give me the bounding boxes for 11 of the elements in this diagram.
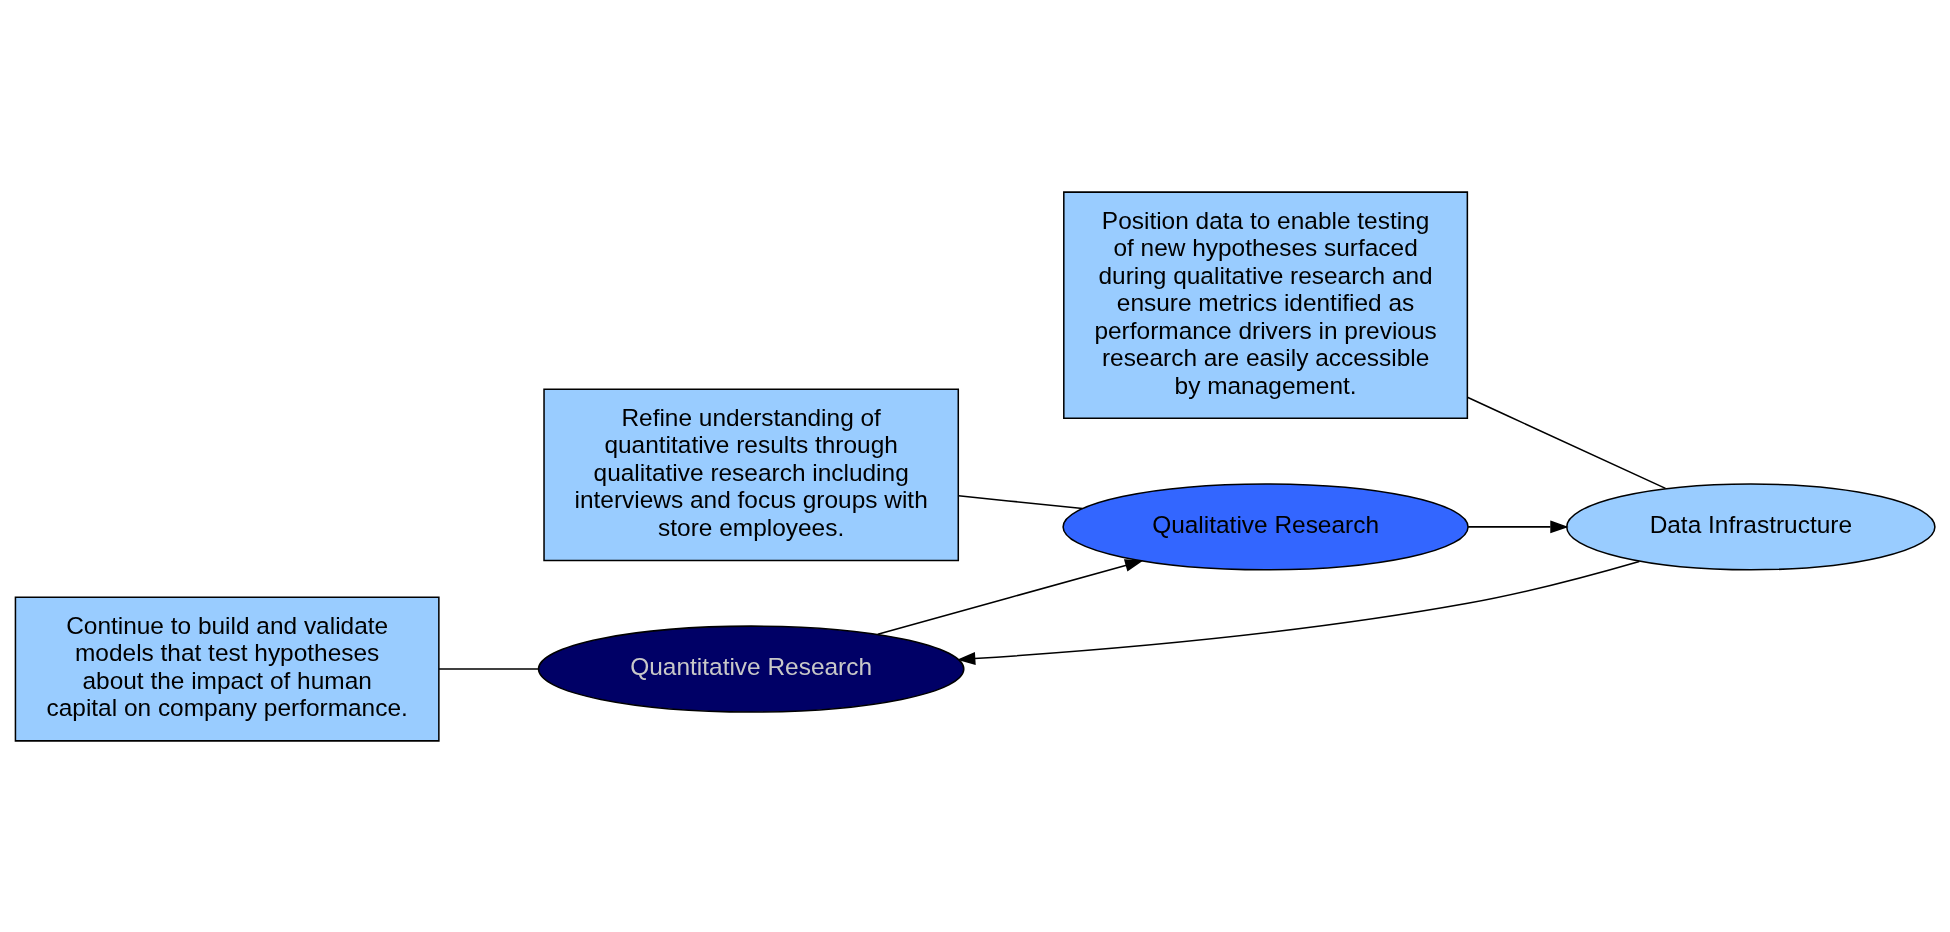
- connector: [1466, 396, 1667, 489]
- node-box: Refine understanding of quantitative results through qualitative research including interviews and focus groups with store employees.: [543, 388, 960, 561]
- node-ellipse: Quantitative Research: [537, 624, 965, 713]
- node-box: Continue to build and validate models that test hypotheses about the impact of human capital on company performance.: [14, 595, 440, 742]
- connector: [957, 494, 1084, 509]
- arrow: [877, 558, 1144, 635]
- connector: [438, 667, 539, 670]
- arrow: [1467, 519, 1569, 533]
- node-box: Position data to enable testing of new hypotheses surfaced during qualitative research and ensure metrics identified as performance drivers in previous research are easily accessible by management.: [1063, 190, 1469, 419]
- arrow: [957, 560, 1641, 665]
- node-ellipse: Data Infrastructure: [1566, 482, 1936, 571]
